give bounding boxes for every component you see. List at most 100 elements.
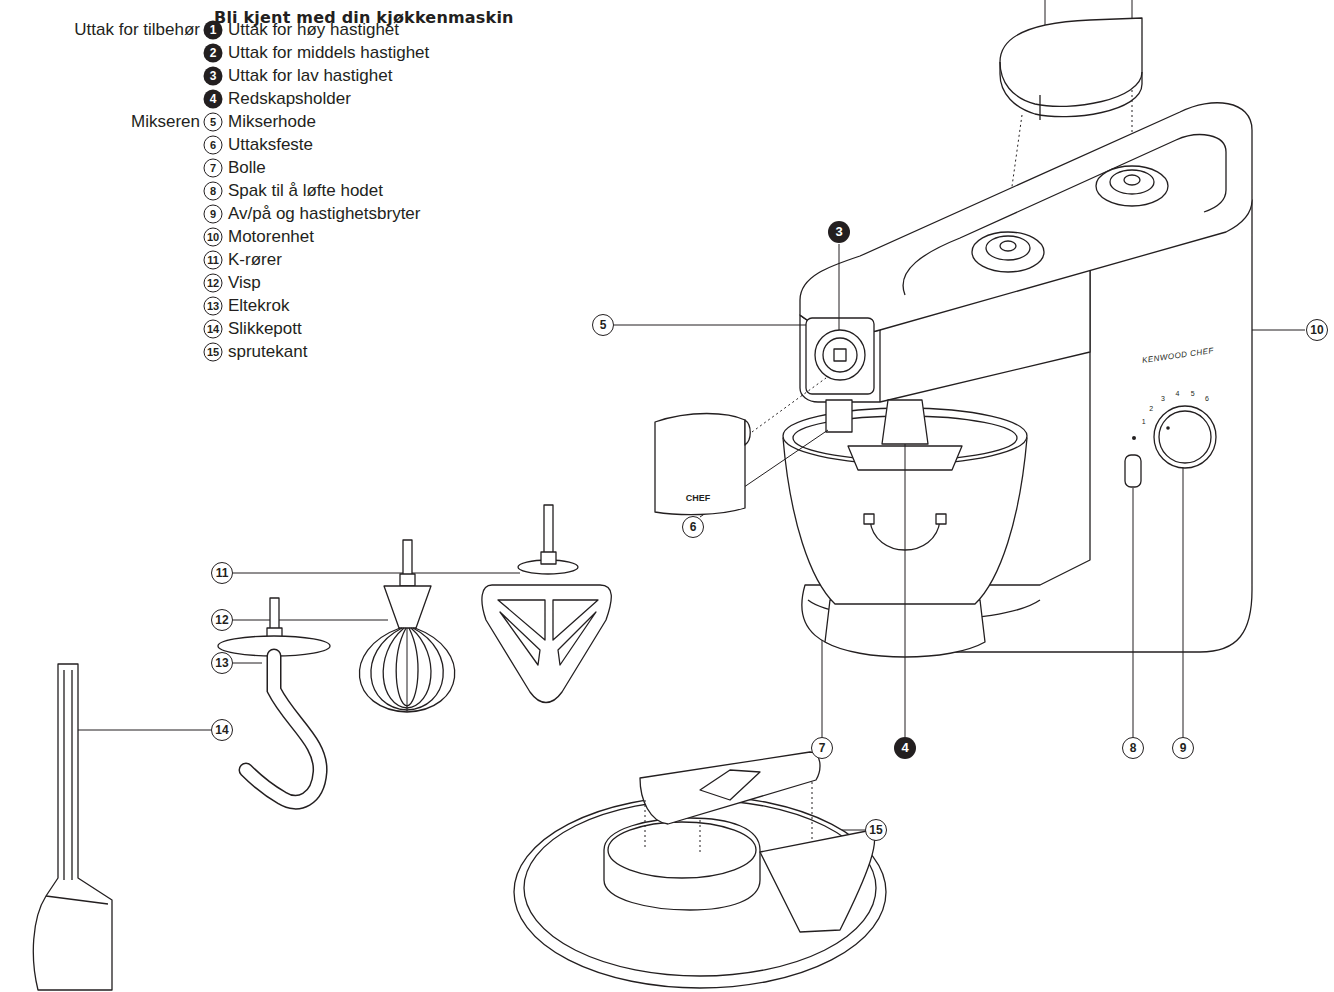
callout-number: 3 xyxy=(204,67,223,86)
leader-line xyxy=(1183,468,1184,737)
speed-number: 2 xyxy=(1149,405,1153,413)
head-lift-lever xyxy=(1125,455,1141,487)
callout-number: 8 xyxy=(1122,737,1144,759)
mixer-head-top xyxy=(800,103,1252,333)
guide-line xyxy=(812,782,813,842)
leader-line xyxy=(233,663,262,664)
guide-line xyxy=(700,820,701,852)
leader-line xyxy=(905,444,906,737)
speed-number: 3 xyxy=(1161,395,1165,403)
outlet-ring xyxy=(986,236,1030,260)
chute-cover xyxy=(640,752,820,824)
spatula xyxy=(33,664,112,990)
callout-number: 3 xyxy=(828,221,850,243)
part-name: Motorenhet xyxy=(228,227,314,247)
splash-guard-ring-top xyxy=(608,822,756,878)
leader-line xyxy=(233,620,388,621)
guide-line xyxy=(752,378,826,432)
outlet-core xyxy=(1000,241,1016,251)
handle-tab xyxy=(936,514,946,524)
tool-socket xyxy=(882,400,928,444)
outlet-cover-edge xyxy=(1000,62,1142,117)
group-heading: Uttak for tilbehør xyxy=(74,20,200,40)
outlet-low xyxy=(815,330,865,380)
callout-number: 6 xyxy=(204,136,223,155)
whisk-wire xyxy=(407,628,408,712)
whisk-wire xyxy=(359,628,454,712)
splash-guard xyxy=(514,796,886,988)
brand-name: CHEF xyxy=(686,488,711,508)
callout-number: 11 xyxy=(204,251,223,270)
splash-guard-inner xyxy=(524,800,876,976)
part-name: Uttak for lav hastighet xyxy=(228,66,392,86)
callout-number: 14 xyxy=(204,320,223,339)
part-name: Uttaksfeste xyxy=(228,135,313,155)
outlet-cover xyxy=(655,414,745,515)
outlet-core xyxy=(1124,175,1140,185)
callout-number: 11 xyxy=(211,562,233,584)
whisk-cone xyxy=(384,586,431,628)
chute-opening xyxy=(700,770,760,800)
callout-number: 13 xyxy=(204,297,223,316)
callout-number: 15 xyxy=(204,343,223,362)
outlet-cover xyxy=(1000,18,1142,106)
leader-line xyxy=(78,730,211,731)
callout-number: 5 xyxy=(592,314,614,336)
leader-line xyxy=(1252,330,1305,331)
head-edge xyxy=(1039,95,1040,120)
outlet-core xyxy=(834,349,846,361)
speed-dial-face xyxy=(1159,411,1211,463)
callout-number: 14 xyxy=(211,719,233,741)
callout-number: 5 xyxy=(204,113,223,132)
head-recess xyxy=(903,135,1226,295)
pouring-chute xyxy=(760,830,875,932)
k-beater-holes xyxy=(498,600,598,665)
callout-number: 7 xyxy=(204,159,223,178)
part-name: sprutekant xyxy=(228,342,307,362)
speed-dial xyxy=(1154,406,1216,468)
leader-line xyxy=(233,573,520,574)
outlet-frame xyxy=(806,318,874,394)
leader-line xyxy=(614,325,806,326)
tool-nut xyxy=(541,552,556,564)
dough-hook xyxy=(246,656,320,802)
leader-line xyxy=(822,640,823,737)
part-name: Uttak for middels hastighet xyxy=(228,43,429,63)
outlet-ring xyxy=(1096,166,1168,206)
head-edge xyxy=(879,330,880,402)
callout-number: 4 xyxy=(204,90,223,109)
part-name: K-rører xyxy=(228,250,282,270)
callout-number: 10 xyxy=(204,228,223,247)
callout-number: 6 xyxy=(682,516,704,538)
part-name: Av/på og hastighetsbryter xyxy=(228,204,420,224)
callout-number: 4 xyxy=(894,737,916,759)
guide-line xyxy=(645,800,646,850)
speed-number: 1 xyxy=(1142,418,1146,426)
outlet-fitting xyxy=(826,400,852,432)
k-beater xyxy=(482,585,611,703)
part-name: Visp xyxy=(228,273,261,293)
speed-number: 5 xyxy=(1191,390,1195,398)
outlet-high xyxy=(1096,166,1168,206)
callout-number: 12 xyxy=(204,274,223,293)
dough-hook-outline xyxy=(246,656,320,802)
tool-nut xyxy=(400,574,415,586)
group-heading: Mikseren xyxy=(131,112,200,132)
spatula-edge xyxy=(46,670,108,904)
cover-knob xyxy=(745,420,750,445)
part-name: Spak til å løfte hodet xyxy=(228,181,383,201)
splash-guard-ring xyxy=(604,818,760,910)
callout-number: 1 xyxy=(204,21,223,40)
part-name: Eltekrok xyxy=(228,296,289,316)
part-name: Redskapsholder xyxy=(228,89,351,109)
callout-number: 9 xyxy=(1172,737,1194,759)
callout-number: 12 xyxy=(211,609,233,631)
callout-number: 7 xyxy=(811,737,833,759)
callout-number: 9 xyxy=(204,205,223,224)
callout-number: 8 xyxy=(204,182,223,201)
outlet-ring xyxy=(823,338,857,372)
callout-number: 15 xyxy=(865,819,887,841)
speed-number: 4 xyxy=(1175,390,1179,398)
